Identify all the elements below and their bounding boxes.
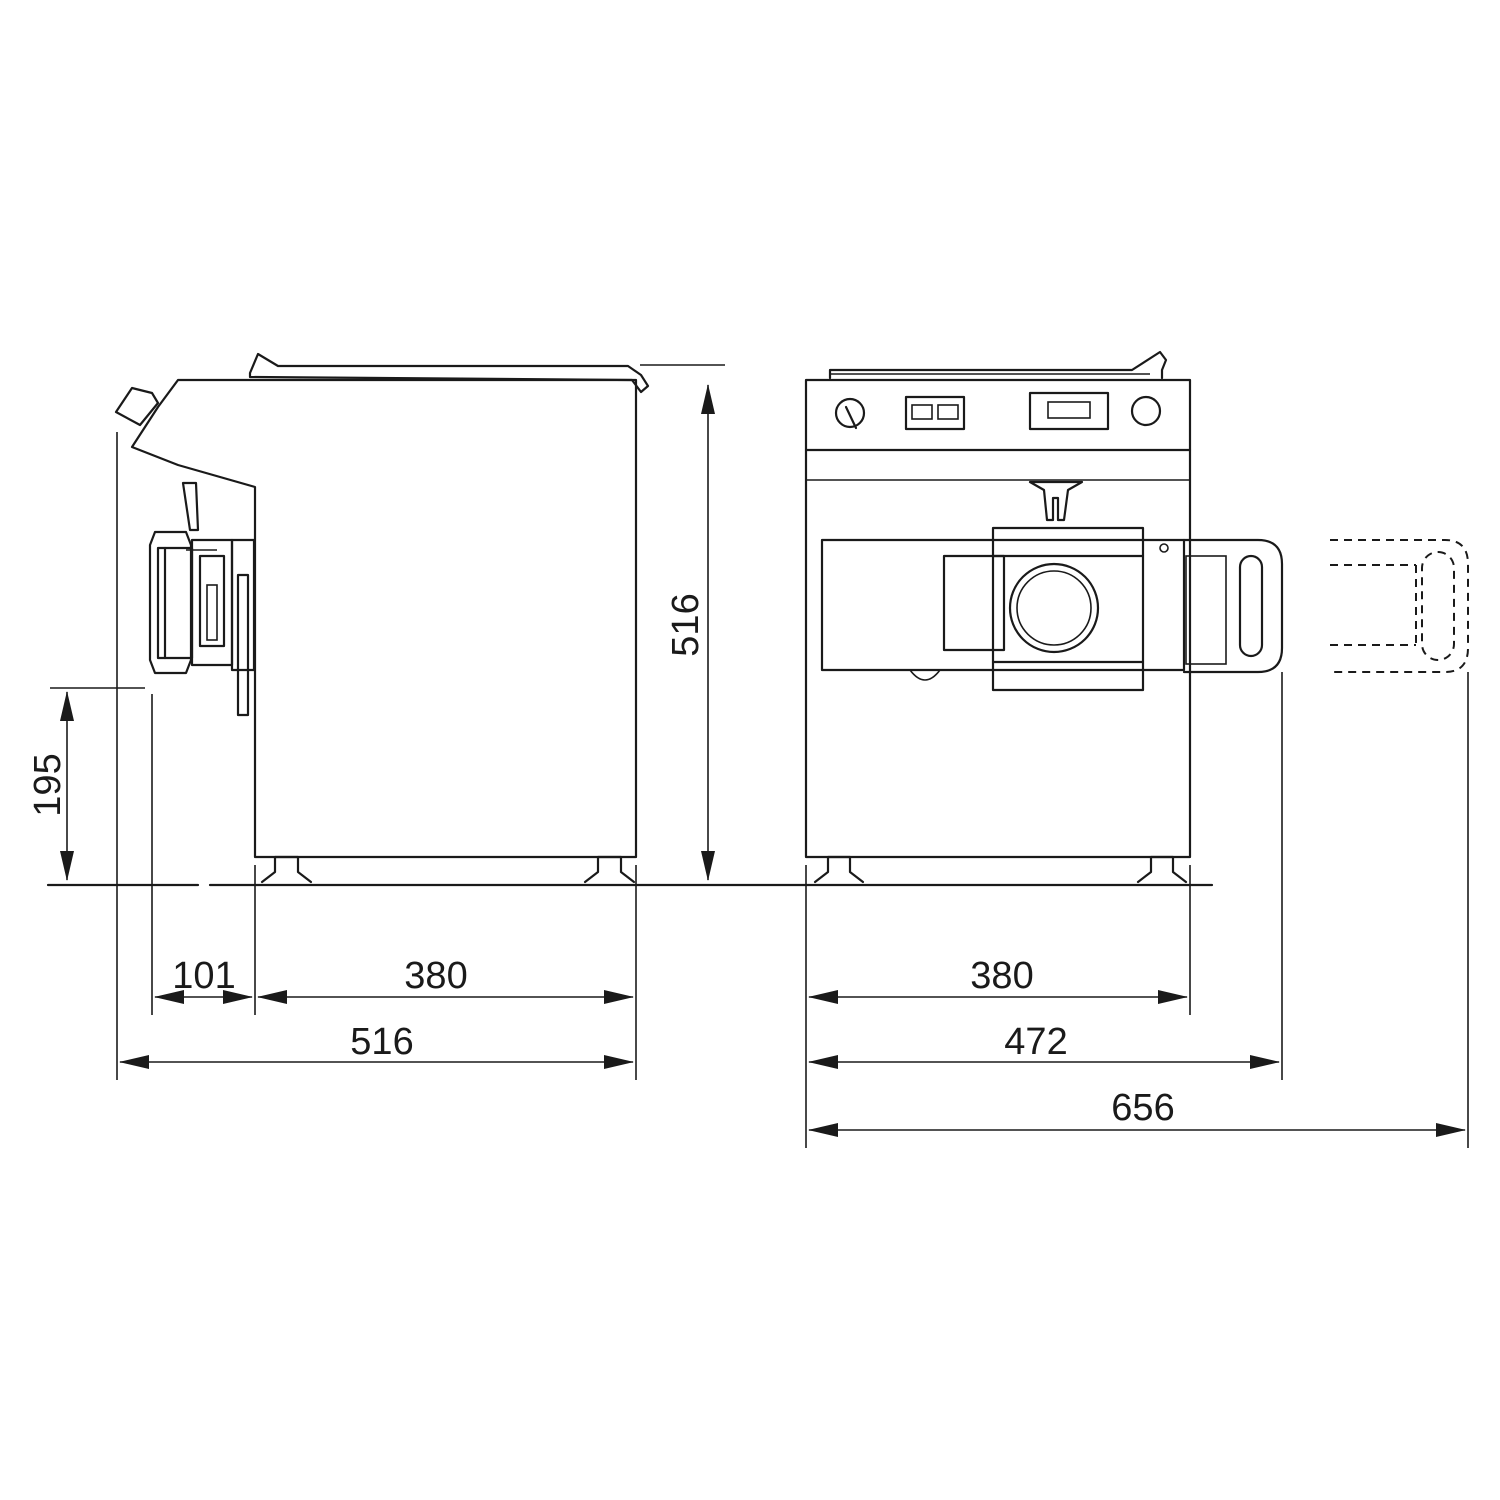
handle-grip-dashed xyxy=(1421,551,1455,661)
dim-side-body-depth-label: 380 xyxy=(404,955,467,997)
front-handle-dashed xyxy=(1330,539,1469,673)
side-foot-rear xyxy=(260,855,313,884)
outlet-plate-icon xyxy=(1008,562,1100,654)
dim-side-total-depth-label: 516 xyxy=(350,1021,413,1063)
dim-outlet-height-label: 195 xyxy=(27,753,69,816)
stop-button-icon xyxy=(1130,395,1162,427)
front-body-outline xyxy=(804,378,1192,859)
side-switch-knob xyxy=(114,386,160,427)
side-view: 516 195 101 380 516 xyxy=(27,352,1214,1080)
handle-grip xyxy=(1238,554,1264,658)
front-foot-right xyxy=(1136,855,1188,884)
switch-right xyxy=(937,404,959,420)
side-foot-front xyxy=(583,855,636,884)
rotary-knob-icon xyxy=(834,397,866,429)
dim-front-handle-width-label: 472 xyxy=(1004,1021,1067,1063)
dim-front-max-width-label: 656 xyxy=(1111,1087,1174,1129)
front-lid xyxy=(828,350,1168,380)
front-hopper-stem xyxy=(1028,480,1084,522)
front-foot-left xyxy=(813,855,865,884)
front-control-panel xyxy=(834,391,1162,431)
display-panel xyxy=(1028,391,1110,431)
dim-side-outlet-depth-label: 101 xyxy=(172,955,235,997)
switch-block xyxy=(904,395,966,431)
front-handle xyxy=(1182,538,1284,674)
switch-left xyxy=(911,404,933,420)
front-view: 380 472 656 xyxy=(804,350,1469,1148)
side-mincer-head xyxy=(148,481,256,717)
side-body-outline xyxy=(130,378,638,859)
side-lid xyxy=(248,352,650,394)
display-window xyxy=(1047,401,1091,419)
dim-side-height-label: 516 xyxy=(665,593,707,656)
dim-front-body-width-label: 380 xyxy=(970,955,1033,997)
rotary-knob-pointer xyxy=(844,405,858,430)
front-mincer-cylinder xyxy=(820,526,1227,692)
